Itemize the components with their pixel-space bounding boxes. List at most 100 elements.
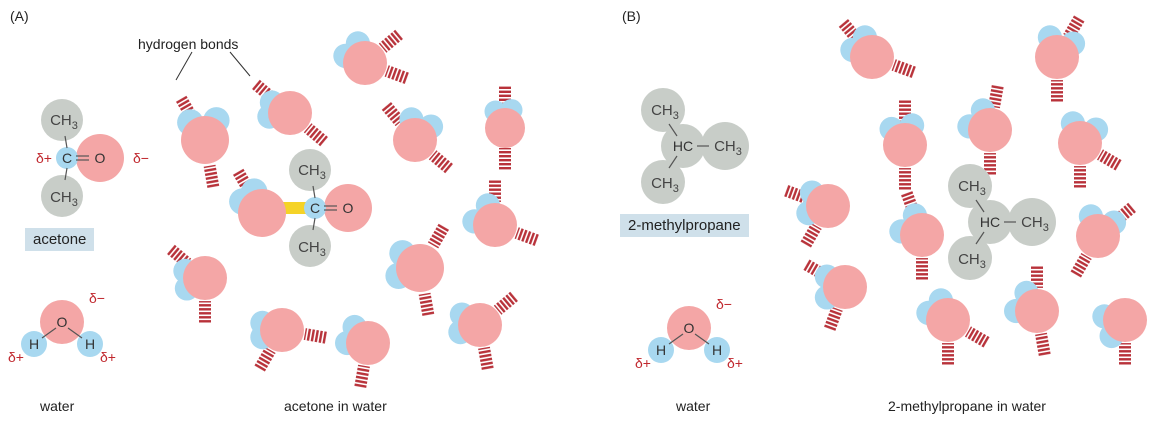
hydrogen-atom xyxy=(21,331,47,357)
oxygen-label: O xyxy=(343,200,354,216)
water-molecule xyxy=(879,113,927,167)
hydrogen-label: H xyxy=(29,336,39,352)
water-molecule xyxy=(1092,298,1147,349)
carbon-label: C xyxy=(62,150,72,166)
hydrogen-bond xyxy=(493,291,519,315)
methyl-group xyxy=(948,164,992,208)
water-caption-b: water xyxy=(676,398,711,414)
hydrogen-bonds-annotation: hydrogen bonds xyxy=(138,36,239,52)
hydrogen-bond xyxy=(1074,166,1086,189)
hydrogen-label: H xyxy=(712,342,722,358)
methine-label: HC xyxy=(980,214,1000,230)
delta-positive-charge: δ+ xyxy=(635,355,651,371)
hydrogen-bond xyxy=(254,346,276,373)
oxygen-atom xyxy=(343,41,387,85)
water-molecule xyxy=(1035,25,1086,79)
hydrogen-bond xyxy=(942,343,954,366)
methyl-label: CH3 xyxy=(1021,214,1049,234)
methine-group xyxy=(968,200,1012,244)
methyl-label: CH3 xyxy=(298,239,326,259)
methyl-label: CH3 xyxy=(50,189,78,209)
acetone-hydrogen-bond xyxy=(279,202,307,214)
oxygen-label: O xyxy=(95,150,106,166)
methyl-label: CH3 xyxy=(298,162,326,182)
hydrogen-bond xyxy=(203,164,220,189)
hydrogen-bond xyxy=(303,123,329,147)
oxygen-atom xyxy=(346,321,390,365)
methyl-group xyxy=(641,88,685,132)
hydrogen-bond xyxy=(1035,332,1051,357)
methyl-group xyxy=(948,236,992,280)
hydrogen-bond xyxy=(499,148,511,170)
oxygen-atom xyxy=(1058,121,1102,165)
methine-group xyxy=(661,124,705,168)
water-molecule xyxy=(448,302,502,347)
methylpropane-in-water-caption: 2-methylpropane in water xyxy=(888,398,1046,414)
hydrogen-bond-layer xyxy=(166,14,1137,389)
oxygen-atom xyxy=(260,308,304,352)
oxygen-atom xyxy=(485,108,525,148)
hydrogen-bond xyxy=(916,258,928,281)
methyl-group xyxy=(1008,198,1056,246)
oxygen-atom xyxy=(238,189,286,237)
water-molecule xyxy=(840,25,894,79)
oxygen-atom xyxy=(458,303,502,347)
hydrogen-bond xyxy=(1031,265,1043,288)
water-molecule xyxy=(1004,280,1059,333)
annotation-pointer xyxy=(175,51,193,81)
oxygen-atom xyxy=(823,265,867,309)
oxygen-atom xyxy=(667,306,711,350)
oxygen-label: O xyxy=(684,320,695,336)
methyl-label: CH3 xyxy=(651,102,679,122)
hydrogen-bond xyxy=(354,364,370,389)
oxygen-atom xyxy=(883,123,927,167)
hydrogen-bond xyxy=(384,65,410,85)
hydrogen-bond xyxy=(1070,252,1092,279)
hydrogen-atom xyxy=(77,331,103,357)
hydrogen-bond xyxy=(1096,149,1123,171)
water-molecule xyxy=(335,314,390,365)
carbon-atom xyxy=(56,147,78,169)
hydrogen-label: H xyxy=(85,336,95,352)
oxygen-atom xyxy=(40,300,84,344)
annotation-pointer xyxy=(229,51,251,77)
hydrogen-bond xyxy=(381,101,405,127)
oxygen-atom xyxy=(76,134,124,182)
hydrogen-bond xyxy=(378,29,404,53)
delta-positive-charge: δ+ xyxy=(36,150,52,166)
hydrogen-atom xyxy=(648,337,674,363)
annotation-layer xyxy=(175,51,251,81)
water-molecule xyxy=(173,256,227,301)
oxygen-atom xyxy=(473,203,517,247)
delta-negative-charge: δ− xyxy=(716,296,732,312)
water-molecule xyxy=(333,31,387,85)
oxygen-label: O xyxy=(57,314,68,330)
water-molecule xyxy=(957,98,1012,152)
oxygen-atom xyxy=(268,91,312,135)
delta-positive-charge: δ+ xyxy=(727,355,743,371)
oxygen-atom xyxy=(968,108,1012,152)
hydrogen-bond xyxy=(514,227,540,247)
oxygen-atom xyxy=(900,213,944,257)
methyl-group xyxy=(41,99,83,141)
hydrogen-bond xyxy=(427,223,450,249)
acetone-in-water-caption: acetone in water xyxy=(284,398,387,414)
water-molecule xyxy=(462,193,517,247)
water-molecule xyxy=(1076,204,1127,258)
hydrogen-bond xyxy=(891,59,917,79)
water-caption-a: water xyxy=(40,398,75,414)
hydrogen-bond xyxy=(800,222,822,249)
methylpropane-label: 2-methylpropane xyxy=(620,214,749,237)
hydrogen-bond xyxy=(303,328,328,344)
methyl-group xyxy=(641,160,685,204)
hydrogen-bond xyxy=(964,326,991,348)
hydrogen-bond xyxy=(199,301,211,324)
oxygen-atom xyxy=(1076,214,1120,258)
